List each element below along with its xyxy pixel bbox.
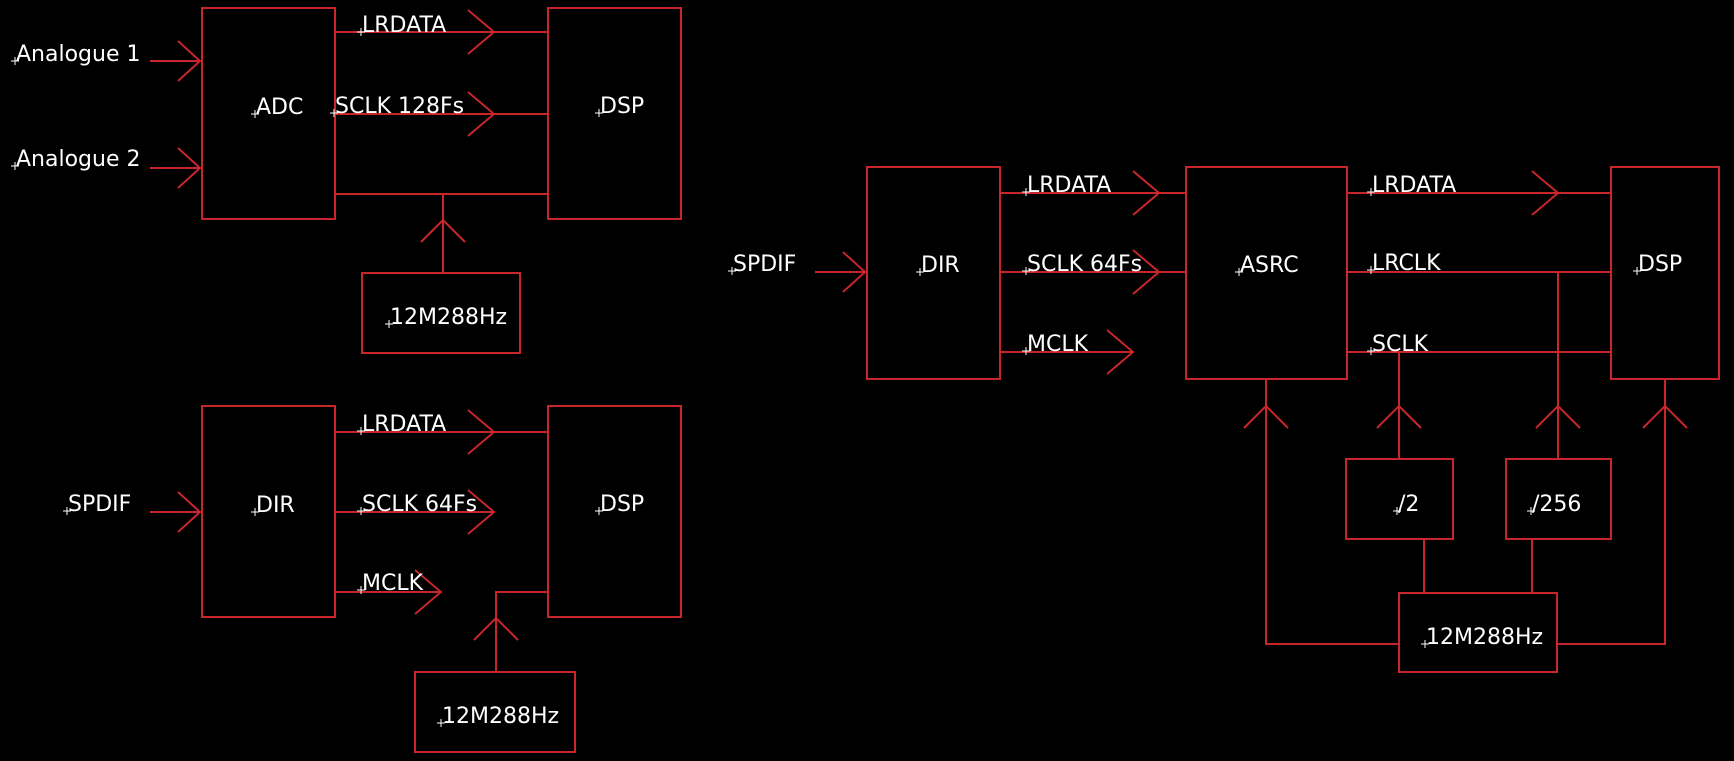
clock-feed-wire: [495, 591, 548, 672]
dsp-label: DSP: [600, 94, 644, 119]
lrdata-label: LRDATA: [362, 412, 446, 437]
dir-label: DIR: [256, 493, 295, 518]
adc-diagram: Analogue 1 Analogue 2 ADC LRDATA SCLK 12…: [11, 7, 682, 354]
sclk-arrow: [467, 489, 496, 535]
text-anchor-marks: [11, 28, 603, 328]
analogue-1-arrow: [177, 40, 202, 82]
lrdata-out-label: LRDATA: [1372, 173, 1456, 198]
clock-to-dsp-wire: [1557, 379, 1666, 645]
dsp-label: DSP: [1638, 252, 1682, 277]
dsp-block: [547, 405, 682, 618]
text-anchor-marks: [728, 188, 1641, 648]
text-anchor-marks: [63, 427, 603, 727]
lrdata-in-label: LRDATA: [1027, 173, 1111, 198]
spdif-arrow: [842, 251, 867, 293]
spdif-arrow: [177, 491, 202, 533]
mclk-arrow: [1106, 329, 1135, 375]
sclk-out-label: SCLK: [1372, 332, 1429, 357]
adc-label: ADC: [256, 95, 303, 120]
mclk-label: MCLK: [1027, 332, 1089, 357]
spdif-label: SPDIF: [68, 492, 131, 517]
sclk-label: SCLK 64Fs: [362, 492, 477, 517]
analogue-2-label: Analogue 2: [16, 147, 140, 172]
sclk-in-label: SCLK 64Fs: [1027, 252, 1142, 277]
div256-label: /256: [1532, 492, 1581, 517]
sclk-label: SCLK 128Fs: [335, 94, 464, 119]
clock-block: [361, 272, 521, 354]
dsp-clock-arrow: [1642, 404, 1688, 429]
analogue-2-arrow: [177, 147, 202, 189]
mclk-arrow: [414, 569, 443, 615]
div2-arrow: [1376, 404, 1422, 429]
lrdata-out-arrow: [1531, 170, 1560, 216]
div256-arrow: [1535, 404, 1581, 429]
dir-label: DIR: [921, 253, 960, 278]
sclk-in-arrow: [1132, 249, 1161, 295]
lrclk-label: LRCLK: [1372, 251, 1441, 276]
lrdata-in-arrow: [1132, 170, 1161, 216]
dsp-label: DSP: [600, 492, 644, 517]
asrc-label: ASRC: [1240, 253, 1299, 278]
lrdata-arrow: [467, 9, 496, 55]
clock-feed-arrow: [420, 218, 466, 243]
div2-label: /2: [1398, 492, 1419, 517]
lrdata-arrow: [467, 409, 496, 455]
clock-to-asrc-wire: [1265, 379, 1399, 645]
sclk-arrow: [467, 91, 496, 137]
clock-label: 12M288Hz: [442, 704, 559, 729]
asrc-diagram: SPDIF DIR LRDATA SCLK 64Fs MCLK ASRC LRD…: [728, 166, 1720, 673]
clock-label: 12M288Hz: [1426, 625, 1543, 650]
clock-feed-arrow: [473, 616, 519, 641]
asrc-clock-arrow: [1243, 404, 1289, 429]
dir-diagram: SPDIF DIR LRDATA SCLK 64Fs MCLK DSP 12M2…: [63, 405, 682, 753]
lrdata-label: LRDATA: [362, 13, 446, 38]
analogue-1-label: Analogue 1: [16, 42, 140, 67]
clock-block: [1398, 592, 1558, 673]
clock-label: 12M288Hz: [390, 305, 507, 330]
spdif-label: SPDIF: [733, 252, 796, 277]
mclk-label: MCLK: [362, 571, 424, 596]
